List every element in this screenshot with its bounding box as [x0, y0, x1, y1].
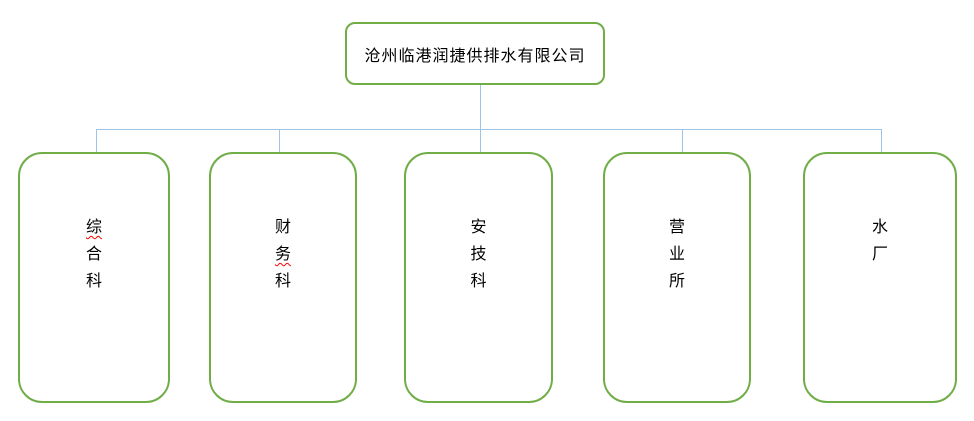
dept-label-char: 技 [470, 246, 487, 263]
dept-label-char: 所 [668, 273, 685, 290]
org-node-finance-dept[interactable]: 财 务 科 [209, 152, 357, 403]
connector-drop-general[interactable] [96, 129, 97, 152]
org-node-safety-tech-dept[interactable]: 安 技 科 [404, 152, 553, 403]
connector-drop-finance[interactable] [279, 129, 280, 152]
connector-drop-waterplant[interactable] [881, 129, 882, 152]
org-node-water-plant[interactable]: 水 厂 [803, 152, 957, 403]
dept-label-char: 合 [85, 246, 102, 263]
dept-label-char: 科 [470, 273, 487, 290]
org-root-node[interactable]: 沧州临港润捷供排水有限公司 [345, 22, 605, 85]
connector-drop-business[interactable] [682, 129, 683, 152]
org-root-label: 沧州临港润捷供排水有限公司 [364, 47, 586, 65]
dept-label-char: 水 [871, 219, 888, 236]
dept-label-char: 务 [274, 246, 291, 263]
org-node-business-office[interactable]: 营 业 所 [603, 152, 751, 403]
dept-label-char: 综 [85, 219, 102, 236]
org-node-general-dept[interactable]: 综 合 科 [18, 152, 170, 403]
connector-root-stem[interactable] [480, 85, 481, 129]
dept-label-char: 厂 [871, 246, 888, 263]
dept-label-char: 科 [85, 273, 102, 290]
dept-label-char: 科 [274, 273, 291, 290]
dept-label-char: 业 [668, 246, 685, 263]
connector-drop-safety[interactable] [480, 129, 481, 152]
dept-label-char: 安 [470, 219, 487, 236]
dept-label-char: 财 [274, 219, 291, 236]
dept-label-char: 营 [668, 219, 685, 236]
connector-horizontal-rail[interactable] [96, 129, 881, 130]
